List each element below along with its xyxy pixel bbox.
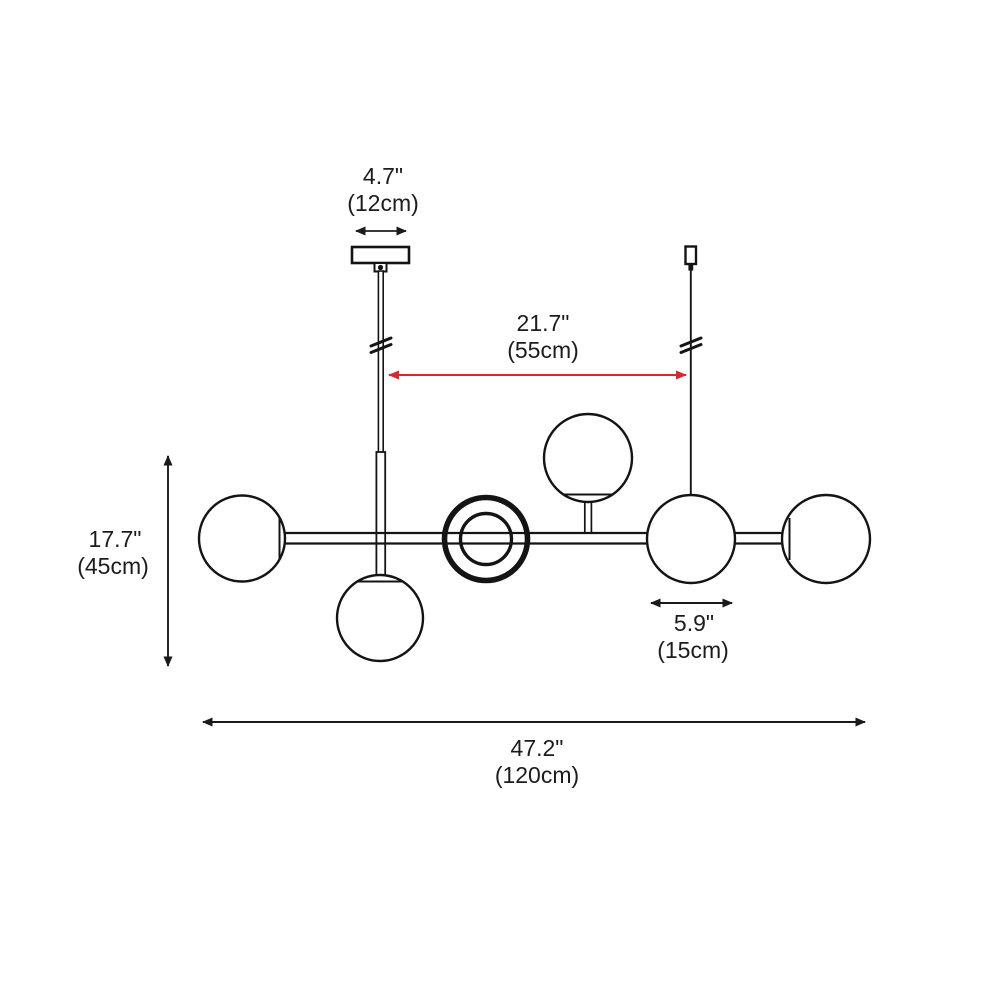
- ring-ornament: [441, 494, 531, 584]
- globe-diameter-dimension: 5.9" (15cm): [650, 598, 733, 663]
- globe-center: [645, 493, 737, 585]
- rod-break-mark: [369, 336, 393, 354]
- fixture-width-cm-label: (120cm): [495, 762, 579, 788]
- height-inches-label: 17.7": [89, 526, 142, 552]
- canopy-width-dimension: 4.7" (12cm): [347, 163, 419, 236]
- globe-diameter-inches-label: 5.9": [674, 610, 714, 636]
- canopy-width-cm-label: (12cm): [347, 190, 419, 216]
- hanging-points-span-dimension: 21.7" (55cm): [388, 310, 687, 380]
- canopy-width-inches-label: 4.7": [363, 163, 403, 189]
- fixture-height-dimension: 17.7" (45cm): [77, 455, 173, 667]
- globe-left: [197, 494, 287, 583]
- wire-break-mark: [679, 336, 703, 354]
- globe-right: [780, 493, 872, 585]
- span-inches-label: 21.7": [517, 310, 570, 336]
- fixture-width-inches-label: 47.2": [511, 735, 564, 761]
- globe-top: [542, 412, 634, 504]
- span-cm-label: (55cm): [507, 337, 579, 363]
- canopy-screw: [377, 264, 384, 271]
- globe-bottom: [335, 573, 425, 663]
- globe-diameter-cm-label: (15cm): [657, 637, 729, 663]
- ceiling-canopy: [350, 245, 411, 273]
- fixture-width-dimension: 47.2" (120cm): [202, 717, 866, 788]
- right-suspension-wire: [679, 245, 703, 496]
- height-cm-label: (45cm): [77, 553, 149, 579]
